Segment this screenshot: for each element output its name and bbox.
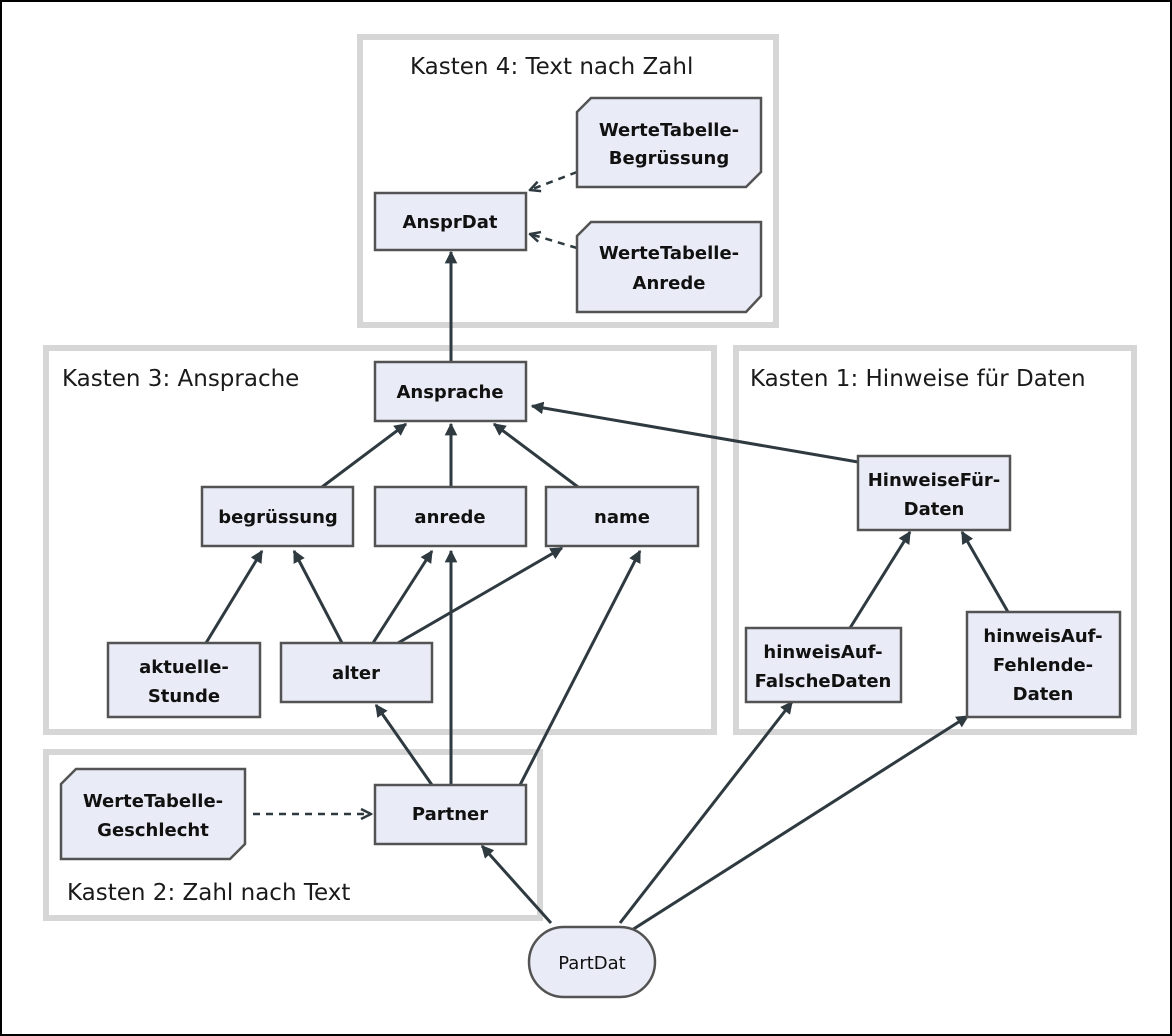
node-ansprdat[interactable]: AnsprDat xyxy=(373,191,528,252)
node-wertetabelle-anrede-line1: WerteTabelle- xyxy=(599,243,739,264)
node-wertetabelle-anrede-line2: Anrede xyxy=(633,273,706,294)
edge-alter-to-anrede xyxy=(371,549,434,644)
node-aktuelle-stunde-line1: aktuelle- xyxy=(139,657,229,678)
node-partdat-label: PartDat xyxy=(558,953,625,974)
edge-partdat-to-hinweis-falsche xyxy=(618,701,794,924)
node-aktuelle-stunde-line2: Stunde xyxy=(148,686,220,707)
edge-hinweis-falsche-to-hinweisefuerdaten xyxy=(848,530,912,629)
node-ansprdat-shape xyxy=(373,191,528,252)
node-partner-label: Partner xyxy=(412,804,488,825)
node-name-label: name xyxy=(594,507,650,528)
node-wertetabelle-geschlecht[interactable]: WerteTabelle- Geschlecht xyxy=(59,767,247,861)
node-name-shape xyxy=(544,485,700,548)
edge-hinweisefuerdaten-to-ansprache xyxy=(530,401,859,464)
group-kasten-1-title: Kasten 1: Hinweise für Daten xyxy=(750,366,1086,392)
node-hinweisefuerdaten-line2: Daten xyxy=(904,499,965,520)
node-ansprdat-label: AnsprDat xyxy=(403,212,498,233)
node-wertetabelle-geschlecht-line1: WerteTabelle- xyxy=(83,791,223,812)
node-partner-shape xyxy=(373,783,528,846)
group-kasten-2 xyxy=(43,749,543,921)
group-kasten-4-title: Kasten 4: Text nach Zahl xyxy=(410,54,693,80)
edge-wertetabelle-anrede-to-ansprdat xyxy=(530,234,578,250)
node-begruessung-label: begrüssung xyxy=(218,507,338,528)
node-alter-shape xyxy=(279,641,434,704)
edge-partdat-to-partner xyxy=(480,844,553,925)
node-begruessung[interactable]: begrüssung xyxy=(200,485,355,548)
node-hinweisefuerdaten-shape xyxy=(856,454,1012,532)
group-kasten-4 xyxy=(357,34,779,328)
edge-partdat-to-hinweis-fehlende xyxy=(631,714,970,932)
node-hinweis-fehlende-daten[interactable]: hinweisAuf- Fehlende- Daten xyxy=(965,610,1122,719)
group-kasten-3 xyxy=(43,345,717,735)
node-wertetabelle-begruessung-line2: Begrüssung xyxy=(609,148,729,169)
node-anrede[interactable]: anrede xyxy=(373,485,528,548)
node-wertetabelle-anrede[interactable]: WerteTabelle- Anrede xyxy=(575,220,763,314)
node-hinweis-falsche-daten[interactable]: hinweisAuf- FalscheDaten xyxy=(744,626,903,704)
edge-hinweis-fehlende-to-hinweisefuerdaten xyxy=(960,530,1010,613)
node-name[interactable]: name xyxy=(544,485,700,548)
node-partner[interactable]: Partner xyxy=(373,783,528,846)
edge-partner-to-name xyxy=(518,549,642,786)
node-hinweisefuerdaten-line1: HinweiseFür- xyxy=(868,470,1001,491)
node-hinweis-falsche-daten-line1: hinweisAuf- xyxy=(763,642,882,663)
node-hinweis-fehlende-daten-shape xyxy=(965,610,1122,719)
nodes: WerteTabelle- Begrüssung WerteTabelle- A… xyxy=(59,96,1122,999)
node-begruessung-shape xyxy=(200,485,355,548)
node-wertetabelle-begruessung[interactable]: WerteTabelle- Begrüssung xyxy=(575,96,763,189)
group-kasten-3-title: Kasten 3: Ansprache xyxy=(62,366,299,392)
edge-alter-to-begruessung xyxy=(292,549,344,644)
edge-partner-to-alter xyxy=(374,703,434,786)
node-anrede-label: anrede xyxy=(414,507,485,528)
node-hinweis-fehlende-daten-line1: hinweisAuf- xyxy=(983,626,1102,647)
node-wertetabelle-geschlecht-line2: Geschlecht xyxy=(97,820,209,841)
edge-alter-to-name xyxy=(397,546,564,645)
edges xyxy=(204,170,1010,932)
node-ansprache-shape xyxy=(373,360,528,423)
node-anrede-shape xyxy=(373,485,528,548)
node-alter-label: alter xyxy=(332,663,380,684)
node-hinweis-fehlende-daten-line3: Daten xyxy=(1013,684,1074,705)
node-hinweis-falsche-daten-line2: FalscheDaten xyxy=(755,671,892,692)
node-hinweis-fehlende-daten-line2: Fehlende- xyxy=(993,655,1093,676)
node-wertetabelle-geschlecht-shape xyxy=(59,767,247,861)
node-wertetabelle-anrede-shape xyxy=(575,220,763,314)
node-alter[interactable]: alter xyxy=(279,641,434,704)
node-hinweisefuerdaten[interactable]: HinweiseFür- Daten xyxy=(856,454,1012,532)
node-aktuelle-stunde-shape xyxy=(106,641,262,719)
group-kasten-2-title: Kasten 2: Zahl nach Text xyxy=(67,880,350,906)
node-ansprache[interactable]: Ansprache xyxy=(373,360,528,423)
group-kasten-1 xyxy=(733,345,1137,735)
node-wertetabelle-begruessung-line1: WerteTabelle- xyxy=(599,120,739,141)
edge-begruessung-to-ansprache xyxy=(321,422,408,489)
node-partdat[interactable]: PartDat xyxy=(527,925,657,999)
node-aktuelle-stunde[interactable]: aktuelle- Stunde xyxy=(106,641,262,719)
node-ansprache-label: Ansprache xyxy=(396,382,503,403)
node-partdat-shape xyxy=(527,925,657,999)
node-wertetabelle-begruessung-shape xyxy=(575,96,763,189)
edge-aktuelle-stunde-to-begruessung xyxy=(204,549,264,644)
edge-wertetabelle-begruessung-to-ansprdat xyxy=(530,170,578,190)
node-hinweis-falsche-daten-shape xyxy=(744,626,903,704)
edge-name-to-ansprache xyxy=(492,422,579,489)
